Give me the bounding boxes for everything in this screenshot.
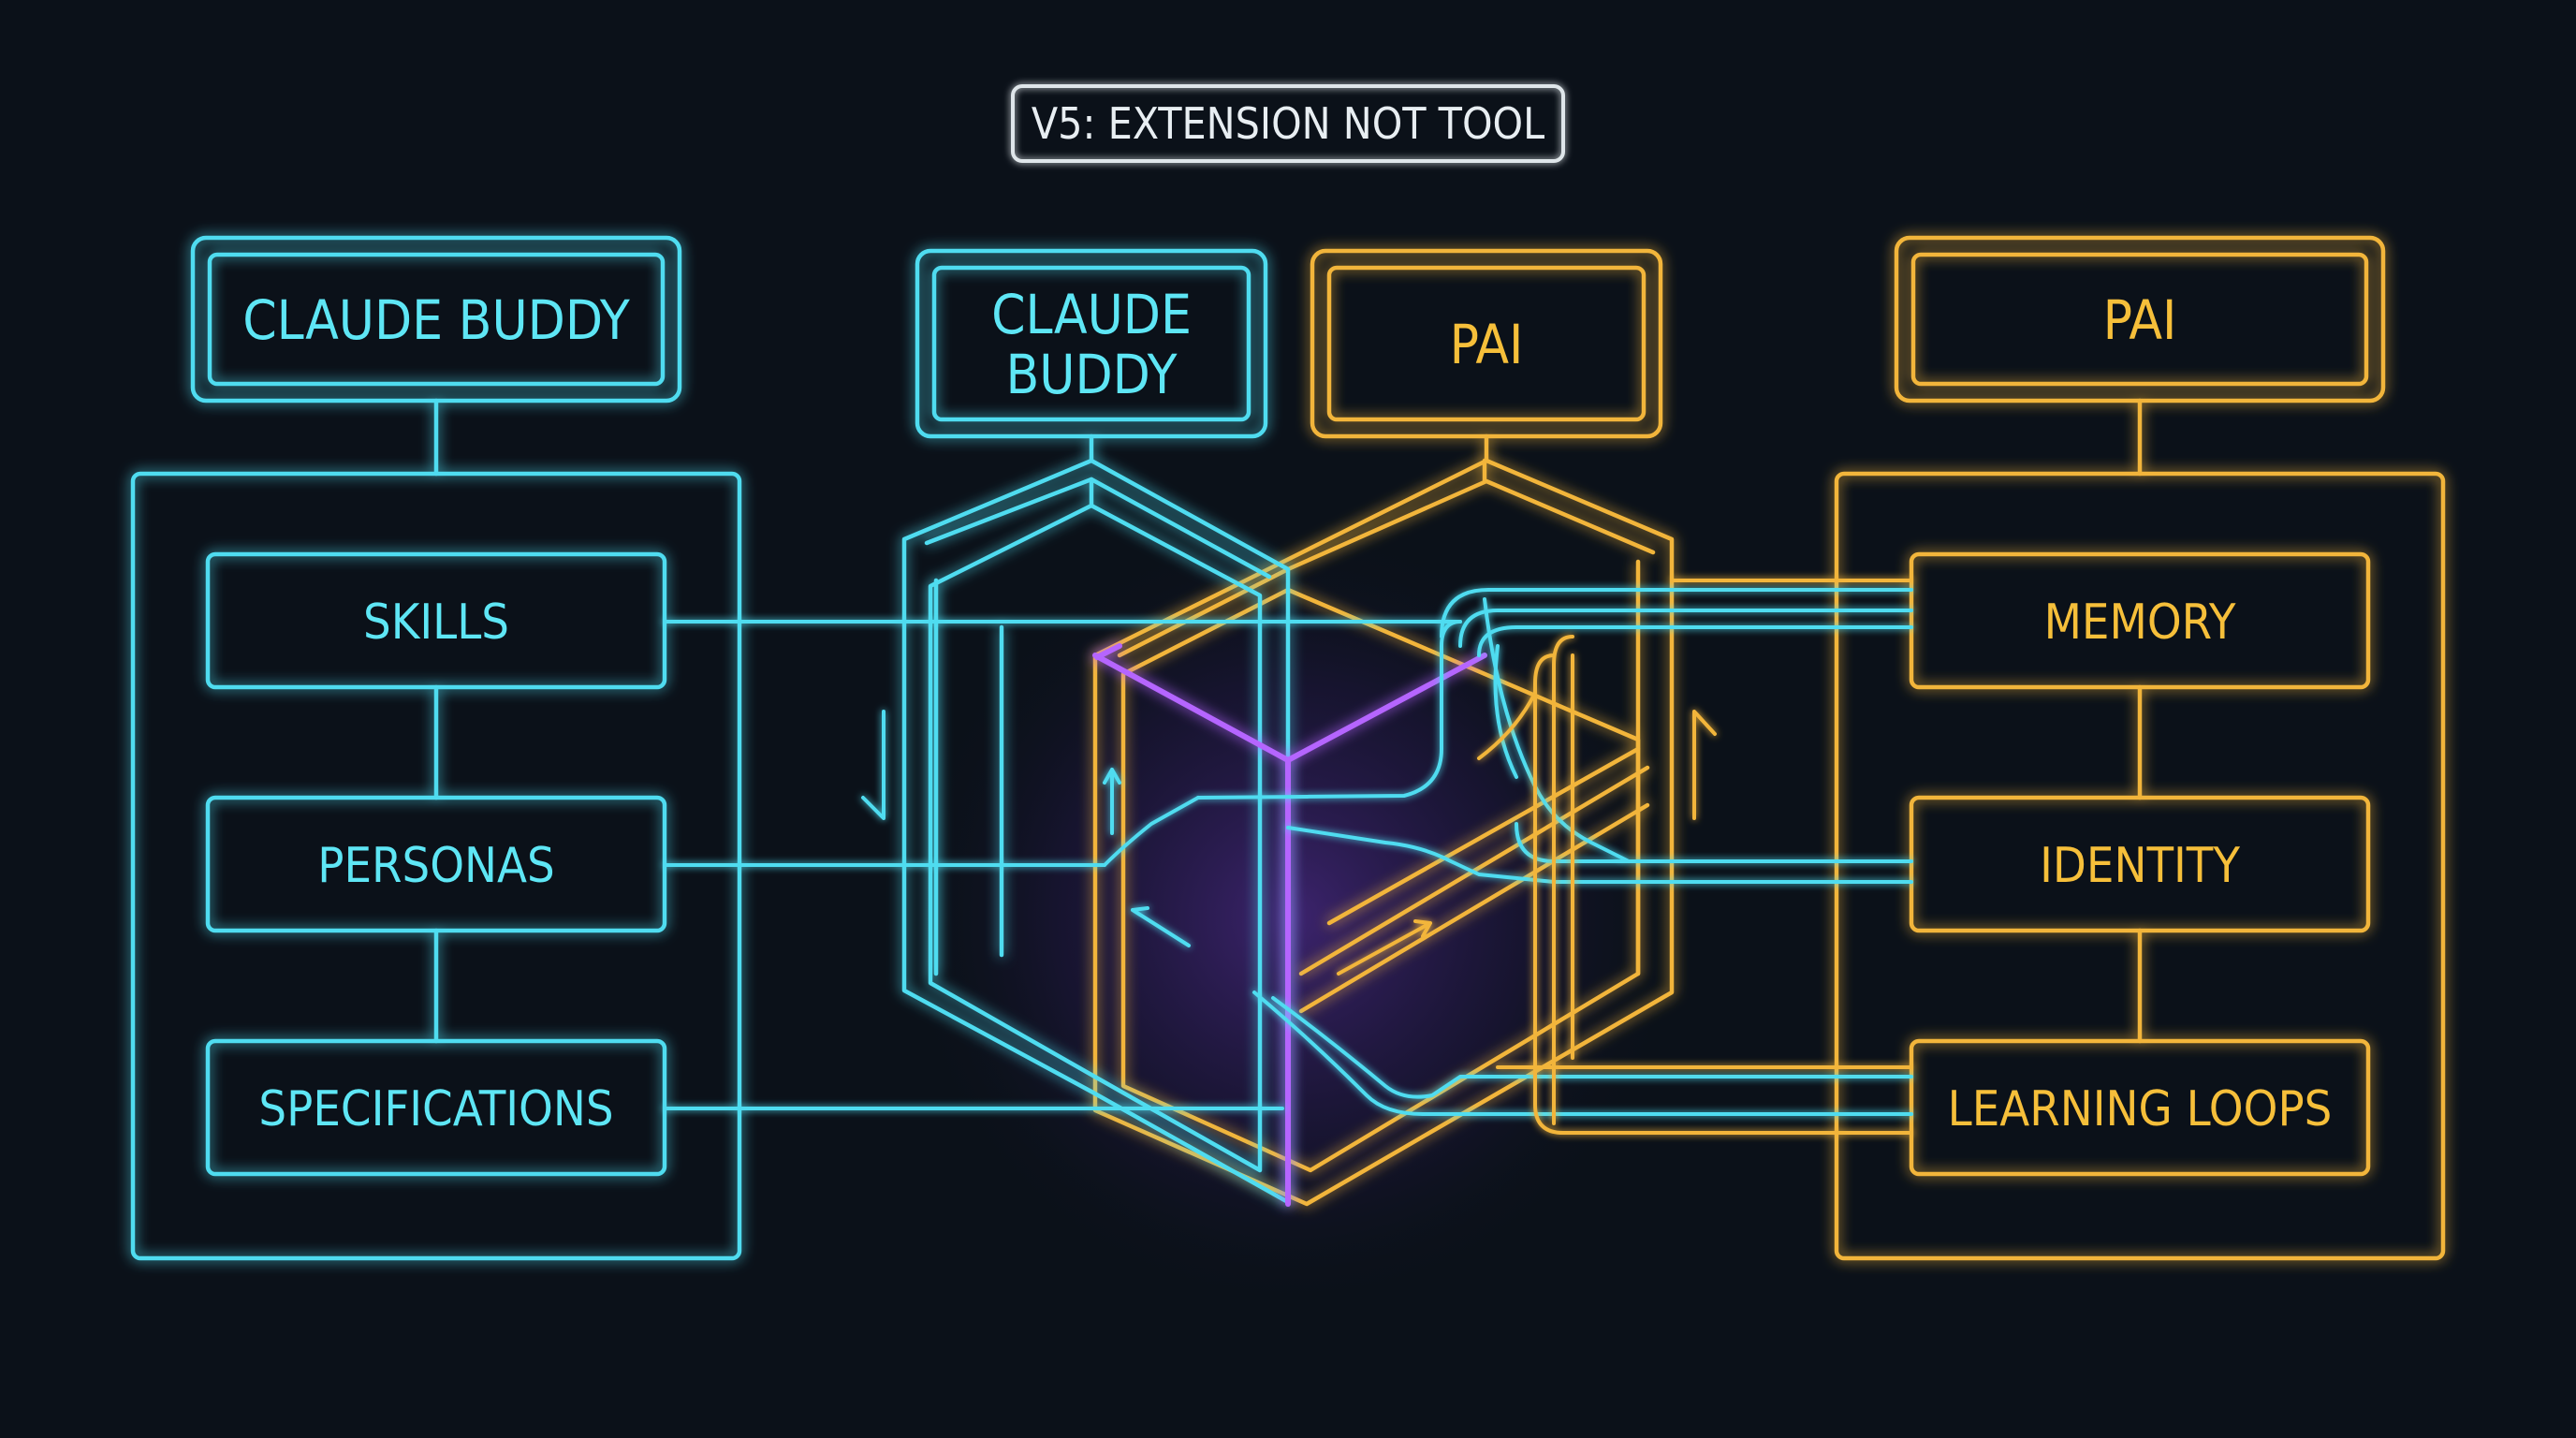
arrow-up-right (1692, 710, 1717, 820)
right-item-box-learning-loops (1909, 1038, 2371, 1177)
cyan-cube (901, 458, 1291, 1205)
arrow-diagonal-lower (1131, 906, 1191, 947)
right-item-identity: IDENTITY (2040, 838, 2240, 894)
right-item-learning-loops: LEARNING LOOPS (1948, 1081, 2333, 1137)
right-header-inner (1910, 252, 2369, 387)
left-item-personas: PERSONAS (317, 838, 554, 894)
purple-core-cube (1092, 643, 1487, 1207)
left-header-label: CLAUDE BUDDY (242, 288, 631, 352)
left-item-skills: SKILLS (363, 594, 509, 651)
right-header-label: PAI (2103, 288, 2177, 352)
right-container (1834, 471, 2446, 1261)
amber-cube (1092, 458, 1675, 1207)
cube-glow-halo (899, 524, 1685, 1311)
arrow-up-center (1103, 768, 1121, 835)
connectors-cyan (663, 588, 1913, 1116)
flow-arrows (861, 710, 1717, 976)
center-left-label-box (915, 248, 1268, 463)
right-panel (1834, 235, 2446, 1261)
center-right-label-box (1310, 248, 1663, 463)
left-item-specifications: SPECIFICATIONS (258, 1081, 613, 1137)
center-left-label-line1: CLAUDE (991, 283, 1192, 346)
arrow-diagonal-right (1337, 919, 1432, 976)
center-left-label-line2: BUDDY (1005, 343, 1178, 406)
right-item-memory: MEMORY (2044, 594, 2236, 651)
connectors-amber (1477, 579, 1913, 1135)
diagram-title: V5: EXTENSION NOT TOOL (1032, 98, 1544, 149)
arrow-down-left (861, 710, 886, 820)
left-header-inner (207, 252, 666, 387)
title-box (1011, 84, 1565, 163)
center-right-label: PAI (1450, 313, 1524, 376)
